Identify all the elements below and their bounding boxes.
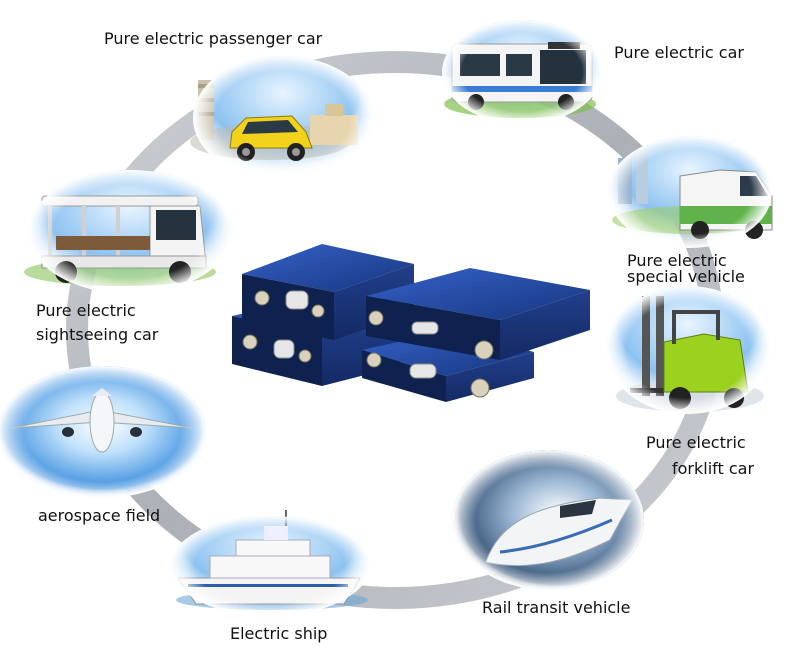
cruise-ship-image <box>170 510 370 616</box>
passenger-car-image <box>190 56 373 180</box>
battery-cells <box>232 244 590 402</box>
label-sightseeing-line2: sightseeing car <box>36 325 159 344</box>
airplane-image <box>0 366 206 498</box>
label-special-vehicle-line1: Pure electric <box>627 251 727 270</box>
electric-bus-image <box>442 20 602 124</box>
sightseeing-car-image <box>24 170 232 294</box>
label-forklift-line1: Pure electric <box>646 433 746 452</box>
label-special-vehicle-line2: special vehicle <box>627 267 745 286</box>
label-aerospace: aerospace field <box>38 506 161 525</box>
label-rail: Rail transit vehicle <box>482 598 631 617</box>
label-ship: Electric ship <box>230 624 328 643</box>
label-forklift-line2: forklift car <box>672 459 755 478</box>
forklift-image <box>606 286 770 414</box>
label-electric-car: Pure electric car <box>614 43 744 62</box>
bullet-train-image <box>452 450 644 590</box>
label-sightseeing-line1: Pure electric <box>36 301 136 320</box>
label-passenger-car: Pure electric passenger car <box>104 29 323 48</box>
special-vehicle-image <box>608 136 773 248</box>
